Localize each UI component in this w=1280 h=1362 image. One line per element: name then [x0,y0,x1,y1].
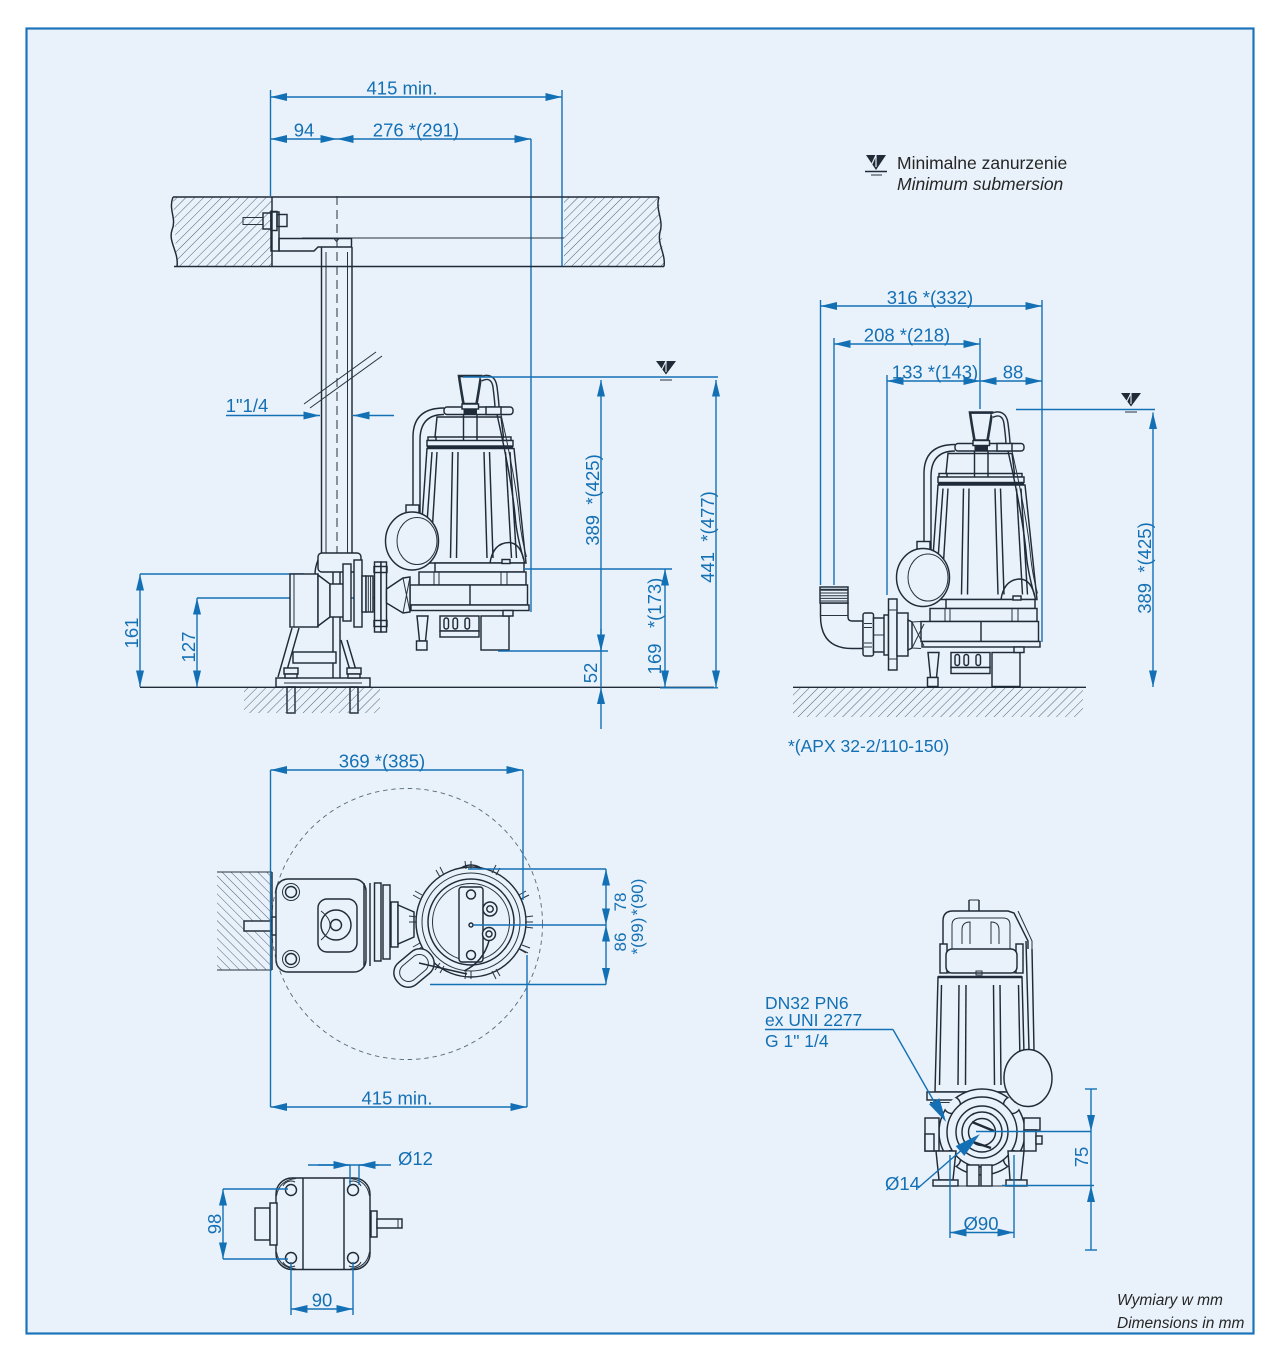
svg-text:98: 98 [204,1214,225,1235]
svg-text:369 *(385): 369 *(385) [339,751,425,772]
svg-text:415 min.: 415 min. [362,1088,433,1109]
svg-text:*(APX 32-2/110-150): *(APX 32-2/110-150) [788,736,949,756]
svg-text:Ø14: Ø14 [885,1173,920,1194]
svg-text:415 min.: 415 min. [367,78,438,99]
svg-text:Dimensions in mm: Dimensions in mm [1117,1315,1245,1332]
svg-text:Ø12: Ø12 [398,1148,433,1169]
svg-text:Ø90: Ø90 [964,1213,999,1234]
svg-text:Minimalne zanurzenie: Minimalne zanurzenie [897,153,1067,173]
svg-text:90: 90 [312,1290,333,1311]
svg-text:88: 88 [1003,362,1024,383]
svg-text:389 *(425): 389 *(425) [582,454,603,546]
svg-text:*(99): *(99) [628,918,647,955]
svg-text:208 *(218): 208 *(218) [864,325,950,346]
svg-text:1"1/4: 1"1/4 [226,395,269,416]
svg-text:*(90): *(90) [628,879,647,916]
svg-text:78: 78 [611,893,630,912]
svg-text:75: 75 [1071,1147,1092,1168]
svg-text:389 *(425): 389 *(425) [1134,522,1155,614]
svg-text:Minimum submersion: Minimum submersion [897,174,1063,194]
svg-text:ex UNI 2277: ex UNI 2277 [765,1010,862,1030]
svg-text:52: 52 [580,663,601,684]
svg-text:G 1" 1/4: G 1" 1/4 [765,1031,829,1051]
svg-text:86: 86 [611,933,630,952]
svg-text:127: 127 [178,632,199,663]
svg-text:94: 94 [294,120,315,141]
svg-text:Wymiary w mm: Wymiary w mm [1117,1292,1223,1309]
svg-text:169 *(173): 169 *(173) [644,578,665,675]
svg-text:DN32 PN6: DN32 PN6 [765,993,849,1013]
svg-text:161: 161 [121,618,142,649]
svg-text:316 *(332): 316 *(332) [887,287,973,308]
svg-text:441 *(477): 441 *(477) [697,491,718,583]
svg-text:133 *(143): 133 *(143) [892,362,978,383]
svg-text:276 *(291): 276 *(291) [373,120,459,141]
